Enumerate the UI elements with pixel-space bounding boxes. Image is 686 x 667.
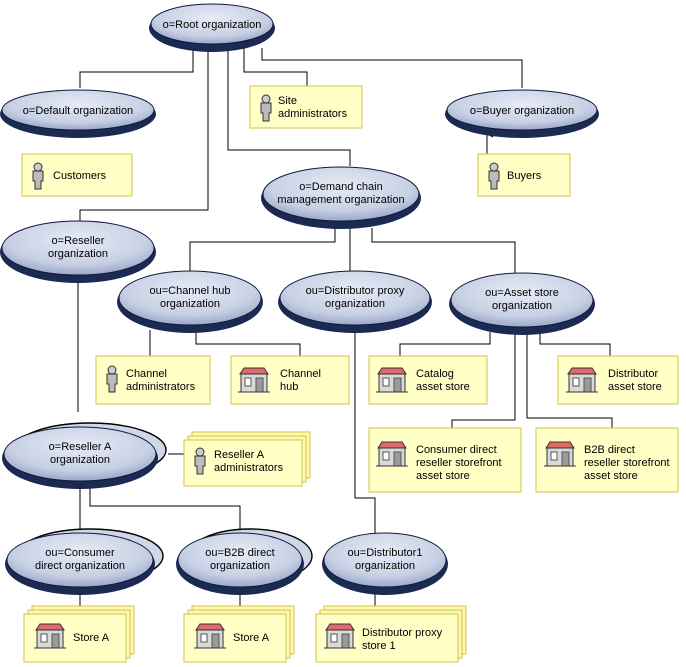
person-icon — [488, 162, 500, 190]
store-a-consumer-box[interactable]: Store A — [23, 605, 135, 663]
store-icon — [376, 441, 408, 467]
buyers-label: Buyers — [507, 170, 542, 182]
store-icon — [324, 623, 356, 649]
default-organization-label: o=Default organization — [23, 105, 133, 117]
person-icon — [260, 94, 272, 122]
store-a-consumer-label: Store A — [73, 632, 110, 644]
store-icon — [544, 441, 576, 467]
person-icon — [194, 447, 206, 475]
customers-box[interactable]: Customers — [21, 153, 133, 197]
store-icon — [34, 623, 66, 649]
default-organization-node[interactable]: o=Default organization — [0, 89, 156, 138]
root-organization-label: o=Root organization — [163, 19, 262, 31]
root-organization-node[interactable]: o=Root organization — [149, 3, 275, 52]
buyer-organization-node[interactable]: o=Buyer organization — [445, 89, 599, 138]
store-a-b2b-box[interactable]: Store A — [183, 605, 295, 663]
store-icon — [194, 623, 226, 649]
store-icon — [238, 367, 270, 393]
store-a-b2b-label: Store A — [233, 632, 270, 644]
connector-lines — [77, 48, 613, 606]
buyers-box[interactable]: Buyers — [477, 153, 571, 197]
customers-label: Customers — [53, 170, 107, 182]
store-icon — [376, 367, 408, 393]
person-icon — [32, 162, 44, 190]
store-icon — [566, 367, 598, 393]
buyer-organization-label: o=Buyer organization — [470, 105, 574, 117]
person-icon — [106, 365, 118, 393]
